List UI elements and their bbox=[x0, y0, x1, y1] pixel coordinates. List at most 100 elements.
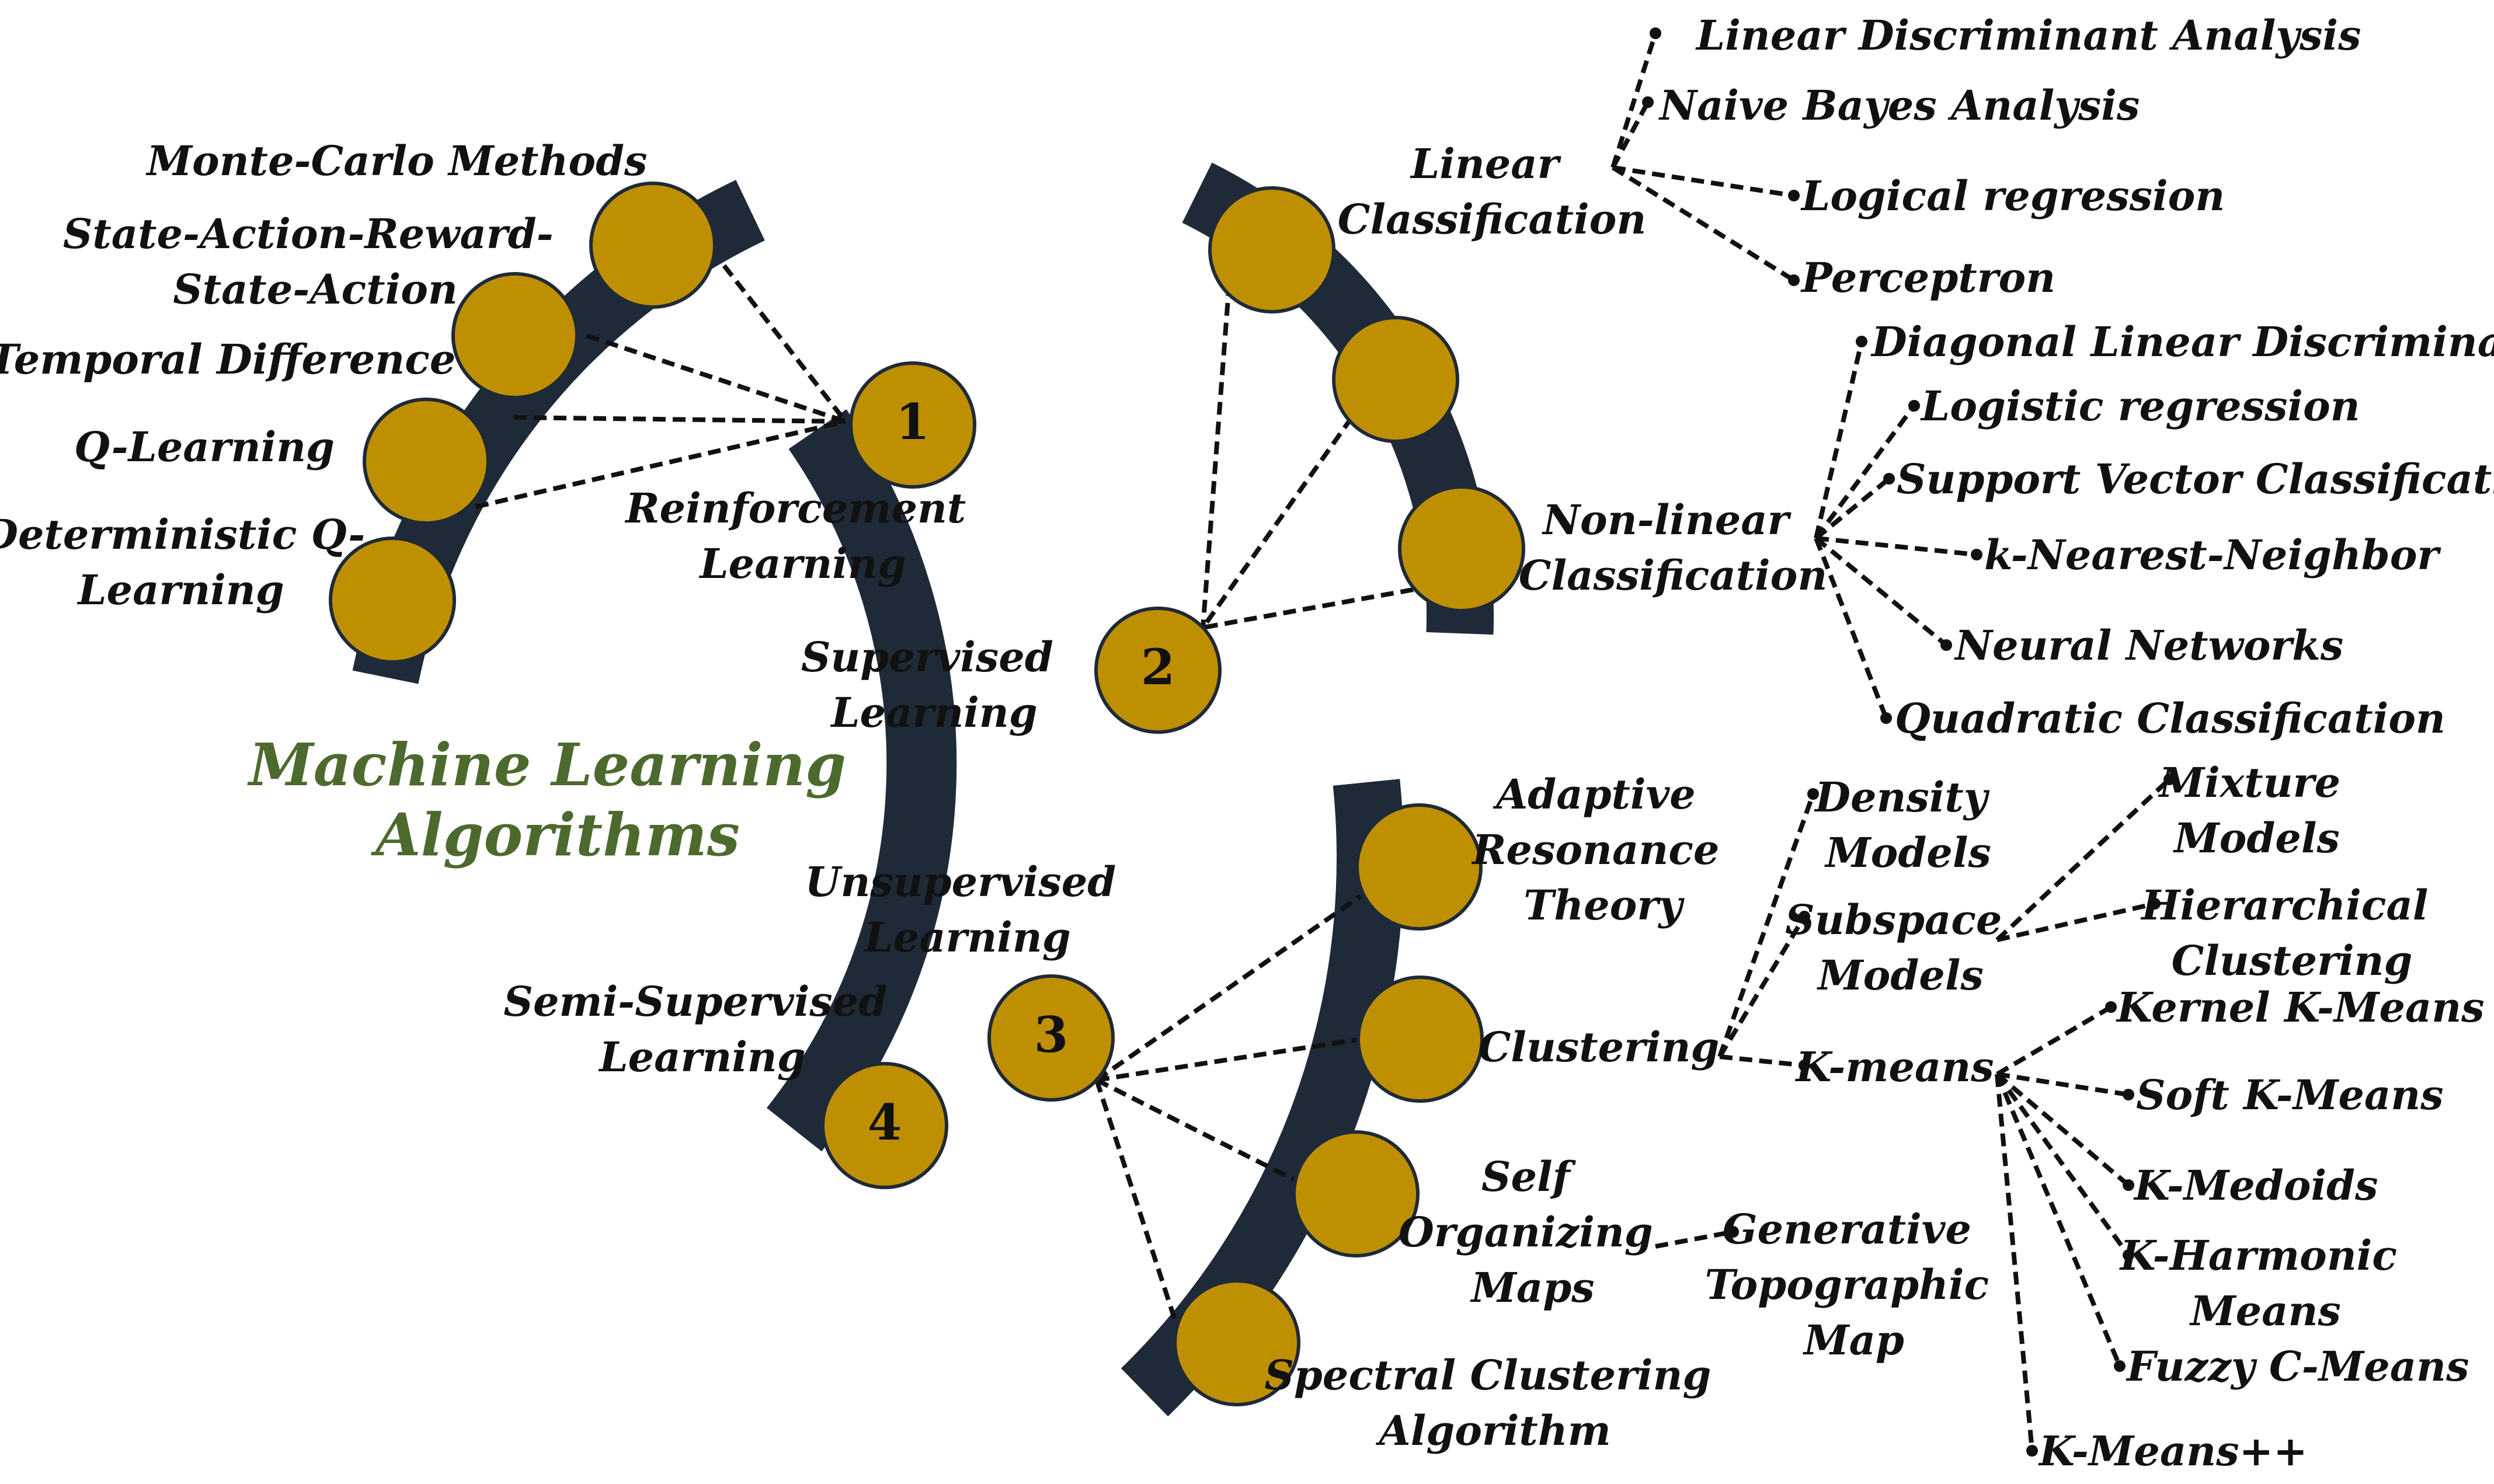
connector bbox=[1094, 1079, 1179, 1326]
label-k-means-plus-plus: K-Means++ bbox=[2038, 1427, 2308, 1475]
label-soft-k-means: Soft K-Means bbox=[2136, 1071, 2444, 1119]
label-logistic-regression: Logistic regression bbox=[1920, 382, 2360, 430]
dot bbox=[1807, 788, 1819, 800]
connector bbox=[1815, 536, 1977, 557]
connector-dots bbox=[1642, 27, 2175, 1457]
connector bbox=[1814, 476, 1891, 541]
connector bbox=[1995, 1072, 2130, 1187]
label-semi-supervised-learning: Semi-Supervised Learning bbox=[503, 977, 901, 1081]
label-deterministic-q-learning: Deterministic Q- Learning bbox=[0, 510, 380, 614]
label-nonlinear-classification: Non-linear Classification bbox=[1519, 496, 1827, 600]
label-monte-carlo: Monte-Carlo Methods bbox=[146, 137, 648, 185]
node-clustering bbox=[1356, 976, 1484, 1103]
node-temporal-difference bbox=[363, 398, 490, 525]
node-nonlinear-classification bbox=[1332, 316, 1459, 443]
dot bbox=[1799, 911, 1810, 922]
label-k-nearest-neighbor: k-Nearest-Neighbor bbox=[1984, 531, 2441, 579]
node-sarsa bbox=[451, 272, 579, 399]
node-number: 4 bbox=[868, 1093, 902, 1151]
label-adaptive-resonance-theory: Adaptive Resonance Theory bbox=[1471, 770, 1734, 929]
connector bbox=[475, 419, 846, 509]
connector bbox=[1612, 165, 1794, 198]
node-spectral bbox=[1173, 1279, 1300, 1406]
label-k-harmonic-means: K-Harmonic Means bbox=[2119, 1231, 2411, 1335]
connector bbox=[1719, 1054, 1805, 1068]
label-self-organizing-maps: Self Organizing Maps bbox=[1399, 1152, 1667, 1312]
connector bbox=[1611, 101, 1650, 169]
label-density-models: Density Models bbox=[1814, 773, 2002, 877]
connector bbox=[1996, 1072, 2129, 1097]
label-kernel-k-means: Kernel K-Means bbox=[2116, 983, 2485, 1032]
label-quadratic-classification: Quadratic Classification bbox=[1895, 694, 2446, 743]
connector bbox=[1995, 1005, 2113, 1077]
connector bbox=[1095, 894, 1362, 1082]
label-logical-regression: Logical regression bbox=[1800, 172, 2225, 220]
dot bbox=[2114, 1360, 2126, 1372]
connector bbox=[1996, 901, 2155, 942]
connector bbox=[1814, 341, 1864, 539]
connector bbox=[1201, 416, 1354, 629]
node-number: 2 bbox=[1141, 638, 1175, 696]
label-diagonal-linear-discriminant: Diagonal Linear Discriminant bbox=[1870, 318, 2494, 366]
connector bbox=[1201, 283, 1232, 628]
label-support-vector-classification: Support Vector Classification bbox=[1897, 455, 2494, 503]
connector bbox=[1995, 1074, 2034, 1451]
connector bbox=[1995, 1072, 2131, 1257]
dot bbox=[2026, 1445, 2038, 1457]
label-neural-networks: Neural Networks bbox=[1954, 621, 2343, 670]
label-q-learning: Q-Learning bbox=[74, 423, 335, 471]
label-mixture-models: Mixture Models bbox=[2158, 758, 2355, 862]
connector bbox=[1611, 165, 1796, 283]
dot bbox=[1856, 336, 1867, 347]
connector bbox=[722, 264, 848, 423]
connector bbox=[1717, 793, 1815, 1058]
node-reinforcement bbox=[849, 361, 976, 489]
dot bbox=[2123, 1179, 2134, 1191]
dot bbox=[1908, 400, 1920, 412]
dot bbox=[1799, 1060, 1810, 1071]
dot bbox=[1788, 190, 1800, 201]
label-subspace-models: Subspace Models bbox=[1785, 896, 2016, 999]
node-number: 3 bbox=[1034, 1006, 1068, 1064]
dot bbox=[2105, 1001, 2117, 1013]
connector bbox=[586, 333, 847, 424]
connector bbox=[1655, 1229, 1734, 1249]
node-art bbox=[1355, 803, 1483, 931]
connector bbox=[1096, 1037, 1361, 1082]
label-spectral-clustering: Spectral Clustering Algorithm bbox=[1264, 1351, 1725, 1455]
dot bbox=[2123, 1249, 2134, 1261]
label-reinforcement-learning: Reinforcement Learning bbox=[624, 484, 980, 588]
node-linear-classification bbox=[1208, 186, 1335, 313]
label-perceptron: Perceptron bbox=[1800, 253, 2055, 302]
label-temporal-difference: Temporal Difference bbox=[0, 335, 455, 384]
node-supervised bbox=[1094, 607, 1222, 734]
connector bbox=[1995, 1073, 2122, 1367]
label-supervised-learning: Supervised Learning bbox=[801, 633, 1067, 737]
connector bbox=[513, 415, 846, 424]
main-arc bbox=[766, 409, 957, 1152]
connector bbox=[1814, 536, 1948, 647]
dot bbox=[1727, 1226, 1739, 1238]
diagram-title: Machine Learning Algorithms bbox=[247, 730, 867, 869]
node-som bbox=[1292, 1130, 1420, 1257]
node-supervised-3 bbox=[1398, 485, 1525, 612]
dot bbox=[2163, 774, 2175, 785]
dot bbox=[2123, 1089, 2134, 1100]
dot bbox=[1883, 473, 1895, 485]
label-fuzzy-c-means: Fuzzy C-Means bbox=[2126, 1342, 2469, 1391]
node-semi-supervised bbox=[821, 1062, 948, 1189]
dot bbox=[1642, 96, 1654, 108]
dot bbox=[2149, 898, 2161, 910]
label-k-means: K-means bbox=[1794, 1043, 1994, 1091]
dot bbox=[1940, 639, 1952, 651]
connector bbox=[1814, 404, 1916, 540]
label-sarsa: State-Action-Reward- State-Action bbox=[63, 210, 568, 313]
nodes bbox=[329, 182, 1525, 1406]
connectors bbox=[475, 32, 2171, 1451]
connector bbox=[1611, 32, 1658, 169]
label-clustering: Clustering bbox=[1479, 1023, 1720, 1071]
node-q-learning bbox=[329, 537, 456, 664]
node-number: 1 bbox=[896, 393, 930, 451]
dot bbox=[1880, 712, 1892, 724]
